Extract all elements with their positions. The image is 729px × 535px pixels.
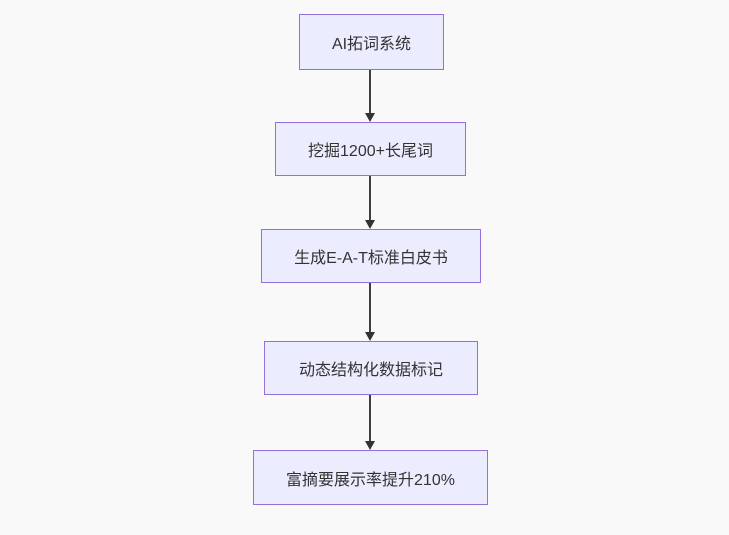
arrow-line [369,176,371,220]
flow-node-structured-data-markup: 动态结构化数据标记 [264,341,478,395]
flow-node-eat-whitepaper: 生成E-A-T标准白皮书 [261,229,481,283]
arrowhead-down-icon [365,332,375,341]
flow-arrow-2 [365,176,376,229]
flow-arrow-3 [365,283,376,341]
flow-node-label: AI拓词系统 [331,36,412,53]
flow-arrow-4 [365,395,376,450]
flow-arrow-1 [365,70,376,122]
arrow-line [369,283,371,332]
flow-node-label: 动态结构化数据标记 [298,362,443,379]
arrowhead-down-icon [365,441,375,450]
flow-node-rich-snippet-result: 富摘要展示率提升210% [253,450,488,505]
flow-node-label: 生成E-A-T标准白皮书 [294,250,448,267]
flow-node-label: 挖掘1200+长尾词 [308,143,433,160]
flow-node-label: 富摘要展示率提升210% [286,471,455,489]
arrowhead-down-icon [365,113,375,122]
arrow-line [369,70,371,113]
flow-node-ai-word-system: AI拓词系统 [299,14,444,70]
flow-node-longtail-mining: 挖掘1200+长尾词 [275,122,466,176]
arrow-line [369,395,371,441]
arrowhead-down-icon [365,220,375,229]
